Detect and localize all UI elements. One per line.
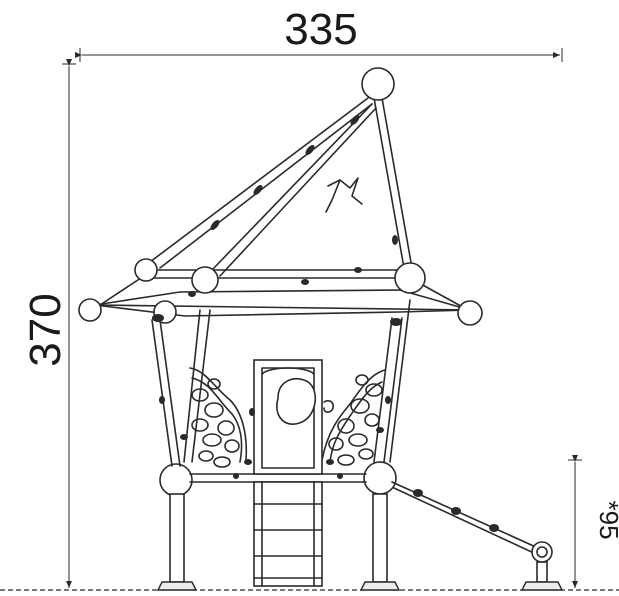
- weathervane-ornament: [325, 177, 363, 213]
- width-dimension-label: 335: [284, 5, 357, 54]
- climbing-net-right: [321, 369, 386, 466]
- height-dimension-label: 370: [21, 293, 70, 366]
- detail-bolts: [233, 459, 343, 479]
- side-dimension-label: *95: [594, 500, 619, 539]
- chain-rope: [391, 481, 539, 555]
- ladder: [253, 481, 323, 587]
- height-dimension: 370: [21, 59, 76, 588]
- central-panel: [249, 359, 335, 475]
- side-dimension: *95: [568, 455, 619, 588]
- ground-anchor: [520, 541, 564, 591]
- climbing-net-left: [189, 367, 248, 468]
- ball-connectors: [78, 67, 483, 497]
- top-ball: [361, 67, 395, 101]
- width-dimension: 335: [75, 5, 563, 62]
- support-posts: [151, 299, 411, 591]
